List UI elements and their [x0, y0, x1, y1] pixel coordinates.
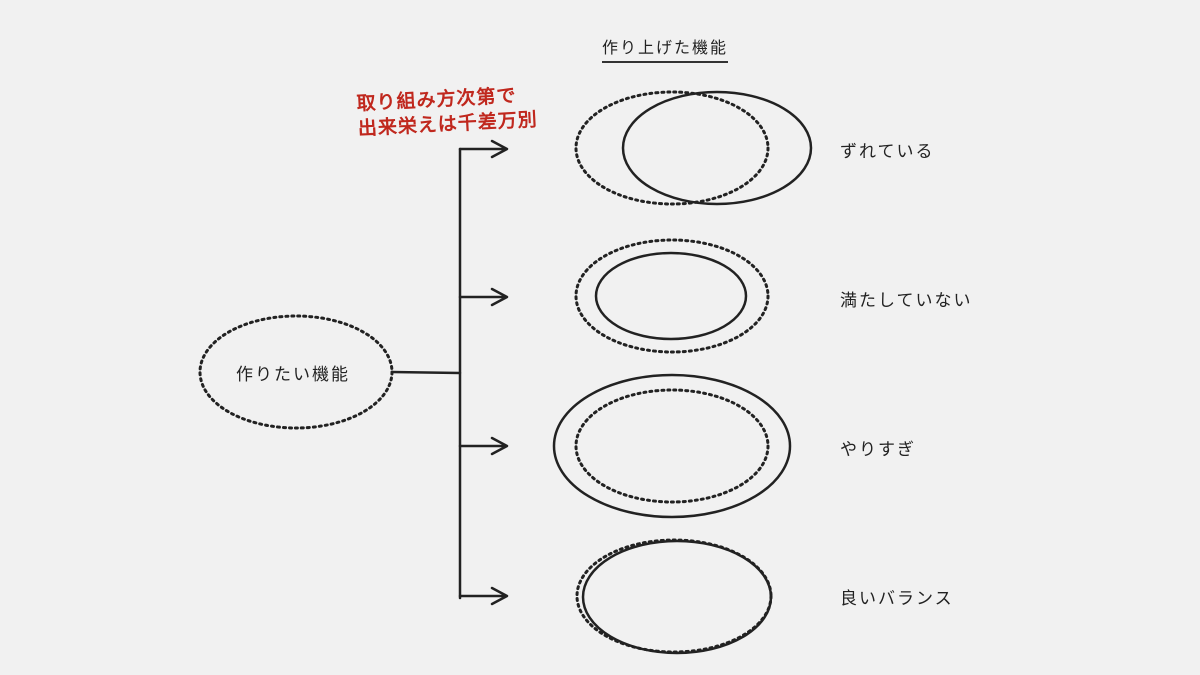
connector-trunk	[390, 370, 462, 375]
built-feature-heading: 作り上げた機能	[602, 34, 729, 63]
outcome-2-desired-ellipse	[574, 238, 770, 354]
annotation-note: 取り組み方次第で 出来栄えは千差万別	[356, 83, 538, 142]
branch-arrow-1	[458, 139, 509, 159]
outcome-label-3: やりすぎ	[840, 440, 916, 460]
outcome-label-4: 良いバランス	[840, 589, 954, 609]
outcome-label-1: ずれている	[840, 142, 935, 162]
outcome-1-desired-ellipse	[574, 90, 770, 206]
outcome-1-built-ellipse	[621, 90, 813, 206]
branch-arrow-2	[458, 287, 509, 307]
outcome-4-built-ellipse	[581, 539, 773, 655]
branch-arrow-4	[458, 586, 509, 606]
outcome-label-2: 満たしていない	[840, 291, 973, 311]
outcome-3-built-ellipse	[552, 373, 792, 519]
branch-arrow-3	[458, 436, 509, 456]
outcome-2-built-ellipse	[594, 251, 748, 341]
outcome-3-desired-ellipse	[574, 388, 770, 504]
desired-feature-label: 作りたい機能	[236, 365, 350, 385]
